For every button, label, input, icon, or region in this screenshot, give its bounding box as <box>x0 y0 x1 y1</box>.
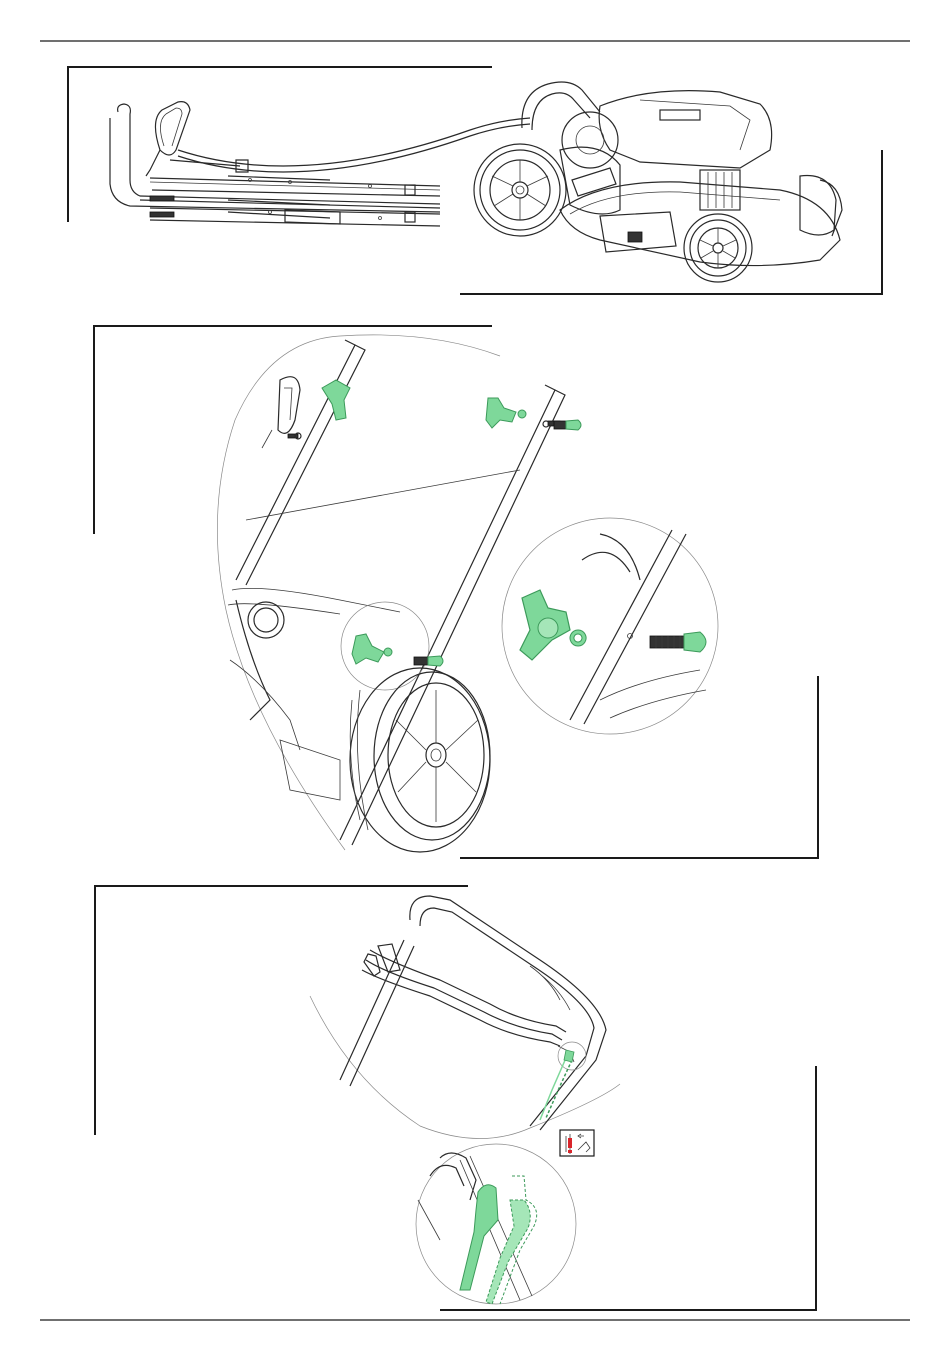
figure-3 <box>95 886 816 1310</box>
figure-2-frame-top-left <box>94 326 492 534</box>
figure-3-view-outline <box>310 996 620 1139</box>
knob-illustration <box>322 380 526 664</box>
figure-1 <box>68 67 882 294</box>
knob-right-top <box>486 398 516 428</box>
washer-bottom <box>384 648 392 656</box>
wheel-illustration <box>350 668 490 852</box>
detail-circle-1 <box>502 518 718 734</box>
figure-2 <box>94 326 818 858</box>
washer-right-top <box>518 410 526 418</box>
handle-assembly-illustration <box>110 102 530 226</box>
knob-bottom <box>352 634 384 664</box>
figure-3-frame-top-left <box>95 886 468 1135</box>
figure-1-frame-bottom-right <box>460 150 882 294</box>
warning-icon[interactable] <box>560 1130 594 1156</box>
lawn-mower-illustration <box>474 82 842 282</box>
knob-left-top <box>322 380 350 420</box>
figure-1-frame-top-left <box>68 67 492 222</box>
cable-clip-illustration <box>416 1144 576 1304</box>
handle-bar-illustration <box>340 896 606 1130</box>
